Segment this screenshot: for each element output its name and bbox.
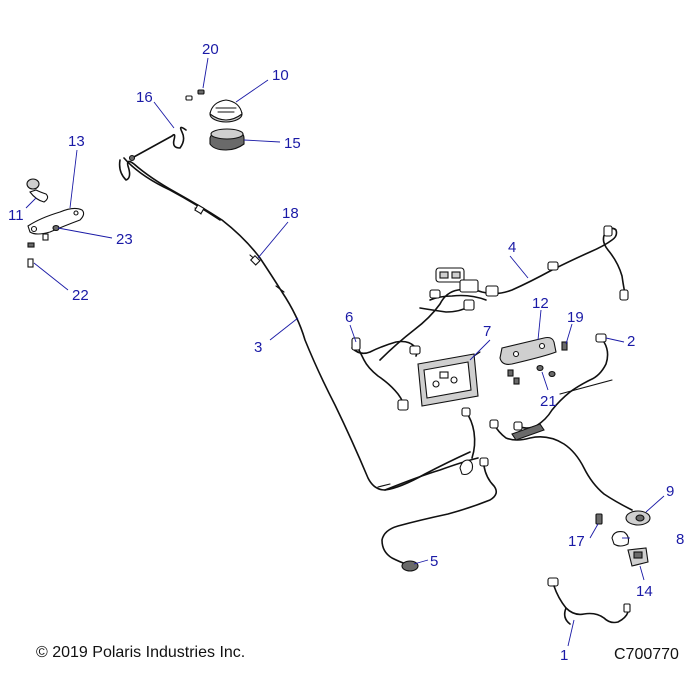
part-13-bracket (27, 207, 85, 235)
part-1-sensor-wire (547, 577, 631, 625)
part-11-clip (26, 178, 49, 203)
callout-labels: 20 10 16 15 13 11 23 22 18 3 4 6 7 12 19… (8, 41, 684, 664)
part-5-cable (381, 457, 498, 572)
part-12-bracket (499, 336, 557, 365)
part-8-clip (611, 531, 630, 547)
callout-10: 10 (272, 67, 289, 84)
part-15-base (209, 128, 245, 151)
callout-14: 14 (636, 583, 653, 600)
callout-16: 16 (136, 89, 153, 106)
callout-2: 2 (627, 333, 635, 350)
callout-15: 15 (284, 135, 301, 152)
part-4-main-harness (379, 225, 629, 361)
part-3-wire-harness (118, 157, 479, 491)
callout-22: 22 (72, 287, 89, 304)
callout-7: 7 (483, 323, 491, 340)
callout-12: 12 (532, 295, 549, 312)
part-lower-wires (459, 407, 633, 511)
part-22-bolt (27, 242, 35, 268)
callout-20: 20 (202, 41, 219, 58)
part-9-sensor-pad (625, 510, 651, 526)
part-20-screw (185, 89, 205, 101)
part-17-fastener (595, 513, 603, 525)
part-21-nut (507, 364, 556, 385)
callout-13: 13 (68, 133, 85, 150)
callout-3: 3 (254, 339, 262, 356)
part-19-screw (561, 341, 568, 351)
part-16-loop-wire (128, 126, 187, 162)
drawing-number: C700770 (614, 646, 679, 663)
copyright-notice: © 2019 Polaris Industries Inc. (36, 644, 246, 661)
callout-17: 17 (568, 533, 585, 550)
callout-4: 4 (508, 239, 516, 256)
callout-6: 6 (345, 309, 353, 326)
part-14-sensor (627, 547, 649, 567)
callout-18: 18 (282, 205, 299, 222)
callout-1: 1 (560, 647, 568, 664)
leader-lines (25, 57, 665, 647)
callout-9: 9 (666, 483, 674, 500)
callout-5: 5 (430, 553, 438, 570)
callout-21: 21 (540, 393, 557, 410)
callout-19: 19 (567, 309, 584, 326)
callout-11: 11 (8, 207, 24, 224)
part-7-control-module (417, 351, 481, 407)
callout-23: 23 (116, 231, 133, 248)
callout-8: 8 (676, 531, 684, 548)
part-10-dome-cap (209, 99, 243, 123)
part-6-wire (351, 337, 421, 411)
